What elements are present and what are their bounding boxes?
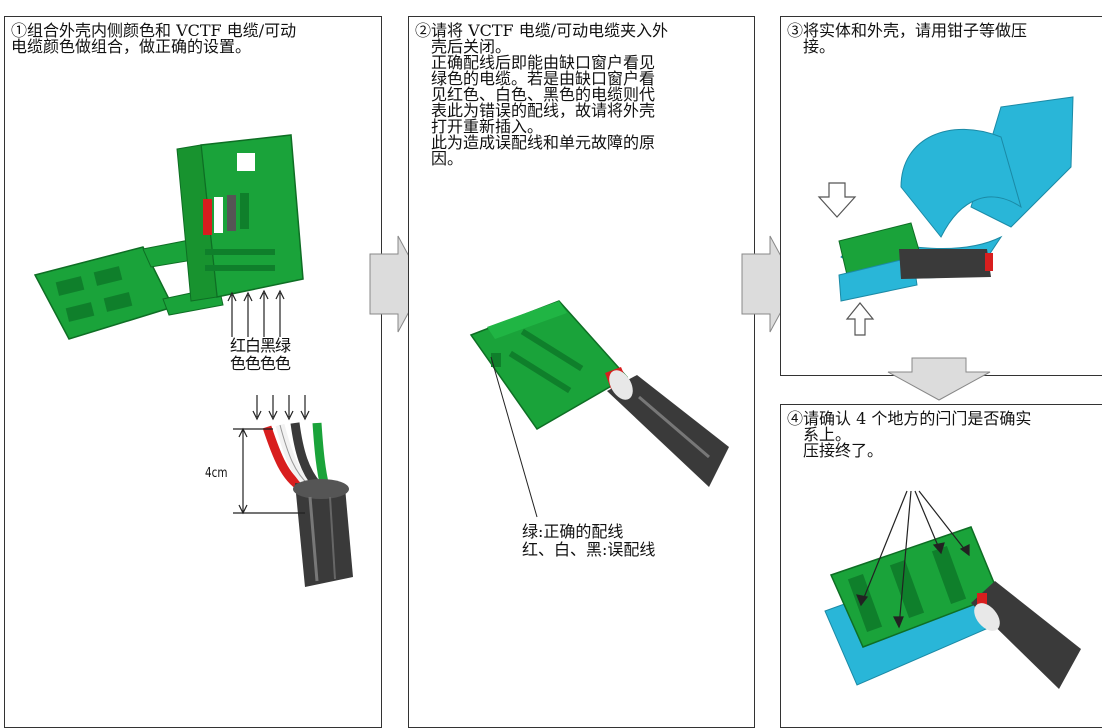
step1-housing-illustration	[33, 134, 353, 587]
step2-instructions: ②请将 VCTF 电缆/可动电缆夹入外 壳后关闭。 正确配线后即能由缺口窗户看见…	[415, 23, 750, 167]
step1-line-1: ①组合外壳内侧颜色和 VCTF 电缆/可动	[11, 21, 297, 40]
step2-line-8: 此为造成误配线和单元故障的原	[431, 133, 656, 152]
step2-line-3: 正确配线后即能由缺口窗户看见	[431, 53, 656, 72]
step3-line-1: ③将实体和外壳，请用钳子等做压	[787, 21, 1028, 40]
step2-line-7: 打开重新插入。	[431, 117, 544, 136]
step2-line-1: ②请将 VCTF 电缆/可动电缆夹入外	[415, 21, 669, 40]
color-labels-row1: 红白黑绿	[230, 336, 291, 355]
color-labels-row2: 色色色色	[230, 354, 291, 373]
step4-line-1: ④请确认 4 个地方的闩门是否确实	[787, 409, 1032, 428]
step1-instructions: ①组合外壳内侧颜色和 VCTF 电缆/可动 电缆颜色做组合，做正确的设置。	[11, 23, 377, 55]
step2-line-4: 绿色的电缆。若是由缺口窗户看	[431, 69, 656, 88]
step4-panel: ④请确认 4 个地方的闩门是否确实 系上。 压接终了。	[780, 404, 1102, 728]
step1-panel: ①组合外壳内侧颜色和 VCTF 电缆/可动 电缆颜色做组合，做正确的设置。	[4, 16, 382, 728]
label-wrong-wiring: 红、白、黑:误配线	[522, 540, 656, 559]
step4-line-3: 压接终了。	[803, 441, 884, 460]
step2-line-2: 壳后关闭。	[431, 37, 512, 56]
step3-instructions: ③将实体和外壳，请用钳子等做压 接。	[787, 23, 1102, 55]
step3-line-2: 接。	[803, 37, 836, 56]
step2-line-5: 见红色、白色、黑色的电缆则代	[431, 85, 656, 104]
step4-instructions: ④请确认 4 个地方的闩门是否确实 系上。 压接终了。	[787, 411, 1102, 459]
step-arrow-3	[887, 357, 991, 401]
step3-pliers-illustration	[817, 96, 1074, 336]
step4-line-2: 系上。	[803, 425, 852, 444]
step4-latched-connector-illustration	[824, 490, 1081, 689]
step2-panel: ②请将 VCTF 电缆/可动电缆夹入外 壳后关闭。 正确配线后即能由缺口窗户看见…	[408, 16, 755, 728]
length-label: 4cm	[205, 466, 228, 481]
step1-line-2: 电缆颜色做组合，做正确的设置。	[11, 37, 252, 56]
label-correct-wiring: 绿:正确的配线	[522, 522, 624, 541]
step2-closed-connector-illustration	[469, 300, 729, 518]
step2-line-9: 因。	[431, 149, 464, 168]
step2-line-6: 表此为错误的配线，故请将外壳	[431, 101, 656, 120]
step3-panel: ③将实体和外壳，请用钳子等做压 接。	[780, 16, 1102, 376]
